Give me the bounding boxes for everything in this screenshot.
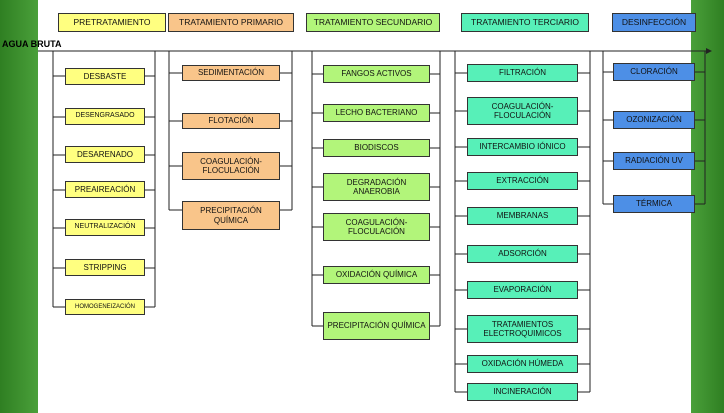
right-decorative-border	[691, 0, 724, 413]
process-box: DESARENADO	[65, 146, 145, 163]
process-box: STRIPPING	[65, 259, 145, 276]
process-box: HOMOGENEIZACIÓN	[65, 299, 145, 315]
process-box: PRECIPITACIÓN QUÍMICA	[182, 201, 280, 230]
process-box: TÉRMICA	[613, 195, 695, 213]
process-box: MEMBRANAS	[467, 207, 578, 225]
process-box: PRECIPITACIÓN QUÍMICA	[323, 312, 430, 340]
stage-header-secundario: TRATAMIENTO SECUNDARIO	[306, 13, 440, 32]
process-box: RADIACIÓN UV	[613, 152, 695, 170]
process-box: FILTRACIÓN	[467, 64, 578, 82]
process-box: FLOTACIÓN	[182, 113, 280, 129]
process-box: FANGOS ACTIVOS	[323, 65, 430, 83]
process-box: SEDIMENTACIÓN	[182, 65, 280, 81]
process-box: NEUTRALIZACIÓN	[65, 219, 145, 236]
entry-label: AGUA BRUTA	[2, 39, 62, 49]
process-box: TRATAMIENTOS ELECTROQUIMICOS	[467, 315, 578, 343]
process-box: INTERCAMBIO IÓNICO	[467, 138, 578, 156]
left-decorative-border	[0, 0, 38, 413]
process-box: COAGULACIÓN-FLOCULACIÓN	[467, 97, 578, 125]
process-box: OXIDACIÓN HÚMEDA	[467, 355, 578, 373]
process-box: ADSORCIÓN	[467, 245, 578, 263]
stage-header-primario: TRATAMIENTO PRIMARIO	[168, 13, 294, 32]
process-box: COAGULACIÓN-FLOCULACIÓN	[323, 213, 430, 241]
process-box: OZONIZACIÓN	[613, 111, 695, 129]
process-box: EVAPORACIÓN	[467, 281, 578, 299]
process-box: DESENGRASADO	[65, 108, 145, 125]
stage-header-terciario: TRATAMIENTO TERCIARIO	[461, 13, 589, 32]
process-box: EXTRACCIÓN	[467, 172, 578, 190]
process-box: DEGRADACIÓN ANAEROBIA	[323, 173, 430, 201]
process-box: INCINERACIÓN	[467, 383, 578, 401]
process-box: CLORACIÓN	[613, 63, 695, 81]
process-box: LECHO BACTERIANO	[323, 104, 430, 122]
stage-header-desinfeccion: DESINFECCIÓN	[612, 13, 696, 32]
process-box: COAGULACIÓN-FLOCULACIÓN	[182, 152, 280, 180]
stage-header-pretratamiento: PRETRATAMIENTO	[58, 13, 166, 32]
process-box: BIODISCOS	[323, 139, 430, 157]
process-box: PREAIREACIÓN	[65, 181, 145, 198]
process-box: DESBASTE	[65, 68, 145, 85]
process-box: OXIDACIÓN QUÍMICA	[323, 266, 430, 284]
